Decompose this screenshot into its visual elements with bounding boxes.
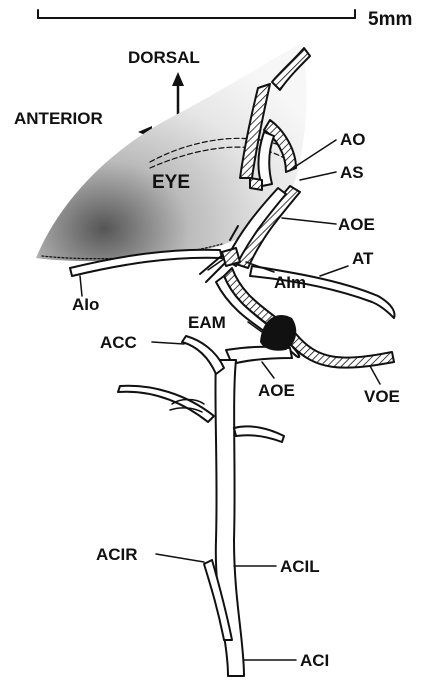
scale-bar: 5mm (38, 9, 412, 30)
label-at: AT (352, 249, 374, 268)
label-aio: AIo (72, 295, 99, 314)
eye-label: EYE (152, 172, 190, 193)
label-ao: AO (340, 130, 366, 149)
label-acir: ACIR (96, 545, 138, 564)
label-acc: ACC (100, 333, 137, 352)
dorsal-arrow-icon (172, 72, 184, 86)
label-acil: ACIL (280, 557, 320, 576)
label-aoe-lower: AOE (258, 381, 295, 400)
label-as: AS (340, 163, 364, 182)
anterior-label: ANTERIOR (14, 109, 103, 128)
label-eam: EAM (188, 313, 226, 332)
scale-label: 5mm (368, 9, 412, 30)
temporal-artery (250, 266, 394, 318)
dorsal-label: DORSAL (128, 48, 200, 67)
label-voe: VOE (364, 387, 400, 406)
label-aim: AIm (274, 273, 306, 292)
label-aci: ACI (300, 651, 329, 670)
label-aoe-upper: AOE (338, 215, 375, 234)
